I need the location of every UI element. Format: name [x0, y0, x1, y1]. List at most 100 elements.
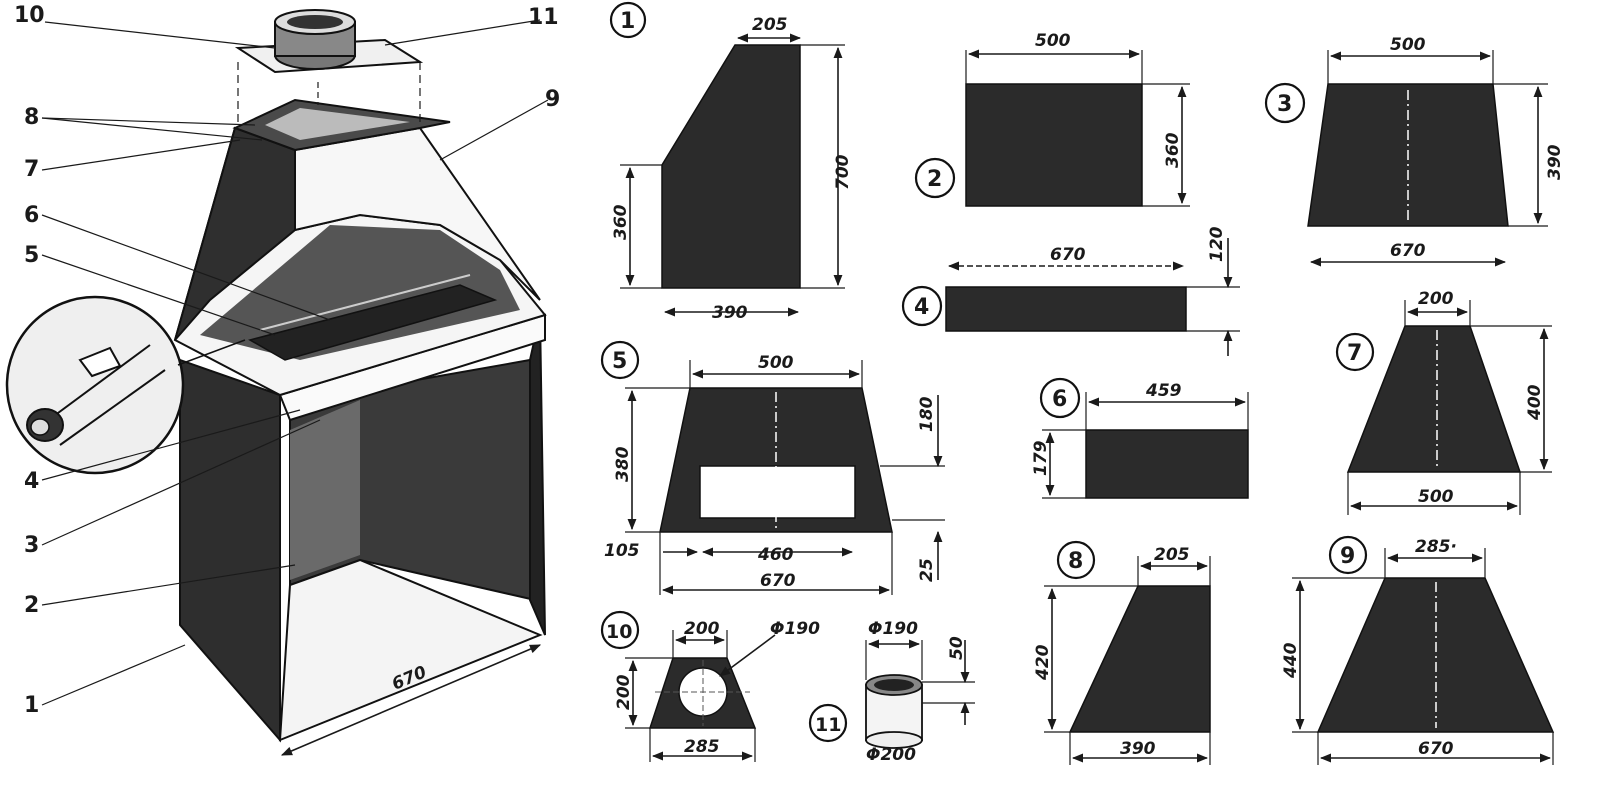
part-9-number: 9	[1340, 544, 1355, 569]
part-6: 6 459 179	[1031, 377, 1249, 499]
part-5-dim-500: 500	[758, 353, 794, 373]
callout-10: 10	[14, 3, 45, 28]
part-8-dim-390: 390	[1120, 739, 1156, 759]
assembly-leaders	[41, 19, 549, 706]
part-10-dim-200-left: 200	[614, 674, 634, 710]
part-5-dim-380: 380	[613, 446, 633, 482]
part-8-dim-420: 420	[1033, 644, 1053, 681]
part-11-dim-50: 50	[947, 636, 967, 660]
assembly-hood-opening	[200, 225, 520, 360]
part-2: 2 500 360	[914, 31, 1190, 207]
part-11-number: 11	[815, 714, 841, 736]
part-3-badge	[1264, 82, 1306, 124]
part-8-dim-205: 205	[1154, 545, 1190, 565]
part-5-opening	[699, 465, 856, 519]
detail-rod-edge	[59, 369, 166, 446]
part-5-dim-670: 670	[760, 571, 796, 591]
part-4-badge	[901, 285, 943, 327]
part-7-number: 7	[1347, 341, 1362, 366]
part-8-badge	[1056, 540, 1096, 580]
part-6-dim-459: 459	[1145, 381, 1182, 401]
part-5-number: 5	[612, 349, 627, 374]
part-7-badge	[1335, 332, 1375, 372]
detail-leader	[177, 339, 246, 366]
assembly-view: 10 11 8 9 7 6 5 4 3 2 1 670	[5, 3, 560, 756]
part-1: 1 205 700 360 390	[609, 1, 853, 323]
assembly-callouts: 10 11 8 9 7 6 5 4 3 2 1	[14, 3, 560, 718]
part-10-dim-200-top: 200	[684, 619, 720, 639]
part-2-plate	[965, 83, 1143, 207]
part-9-dim-285: 285·	[1415, 537, 1457, 557]
callout-7: 7	[24, 157, 39, 182]
part-10-badge	[600, 610, 640, 650]
part-9: 9 285· 440 670	[1281, 535, 1555, 765]
assembly-back-panel	[290, 400, 360, 580]
part-9-badge	[1328, 535, 1368, 575]
callout-6: 6	[24, 203, 39, 228]
assembly-width-dim	[280, 644, 542, 756]
callout-2: 2	[24, 593, 39, 618]
assembly-hood-front	[294, 126, 541, 301]
part-4-number: 4	[914, 295, 929, 320]
assembly-grate-bar	[259, 274, 471, 331]
callout-4: 4	[24, 469, 39, 494]
part-3-dim-670: 670	[1390, 241, 1426, 261]
part-8: 8 205 420 390	[1033, 540, 1211, 765]
assembly-collar-hole	[287, 15, 343, 29]
part-11-dim-190: Φ190	[868, 619, 918, 639]
part-5-dim-105: 105	[604, 541, 640, 561]
part-7-dim-200: 200	[1418, 289, 1454, 309]
part-8-plate	[1068, 585, 1211, 733]
part-2-dim-360: 360	[1163, 132, 1183, 168]
part-3-number: 3	[1277, 92, 1292, 117]
assembly-grate	[248, 284, 498, 361]
part-9-dim-440: 440	[1281, 642, 1301, 679]
part-2-badge	[914, 157, 956, 199]
part-7-plate	[1346, 325, 1522, 473]
part-7-dim-500: 500	[1418, 487, 1454, 507]
part-4: 4 670 120	[901, 226, 1240, 356]
part-5-dim-460: 460	[757, 545, 794, 565]
part-4-dim-120: 120	[1207, 226, 1227, 262]
part-6-dim-179: 179	[1031, 440, 1051, 476]
part-11-dim-200: Φ200	[866, 745, 916, 765]
part-11: 11 Φ190 50 Φ200	[808, 619, 975, 765]
callout-1: 1	[24, 693, 39, 718]
part-5-badge	[600, 340, 640, 380]
part-2-number: 2	[927, 167, 942, 192]
part-7: 7 200 400 500	[1335, 289, 1552, 515]
part-1-dim-700: 700	[833, 154, 853, 190]
part-1-dim-360: 360	[611, 204, 631, 240]
part-1-badge	[609, 1, 647, 39]
part-3: 3 500 390 670	[1264, 35, 1565, 267]
part-10: 10 200 Φ190 200 285	[600, 610, 820, 762]
part-4-plate	[945, 286, 1187, 332]
assembly-top-opening	[265, 108, 410, 140]
part-10-number: 10	[606, 621, 632, 643]
callout-3: 3	[24, 533, 39, 558]
part-5: 5 500 380 180 25 105 460 670	[600, 340, 945, 595]
callout-8: 8	[24, 105, 39, 130]
callout-5: 5	[24, 243, 39, 268]
part-1-dim-390: 390	[712, 303, 748, 323]
part-6-plate	[1085, 429, 1249, 499]
part-2-dim-500: 500	[1035, 31, 1071, 51]
part-9-dim-670: 670	[1418, 739, 1454, 759]
part-6-number: 6	[1052, 387, 1067, 412]
part-1-plate	[661, 44, 801, 289]
part-5-dim-180: 180	[917, 396, 937, 432]
part-1-number: 1	[620, 9, 635, 34]
part-10-dim-285: 285	[684, 737, 720, 757]
callout-11: 11	[528, 5, 559, 30]
part-10-dim-190: Φ190	[770, 619, 820, 639]
part-11-badge	[808, 703, 848, 743]
part-8-number: 8	[1068, 549, 1083, 574]
part-5-dim-25: 25	[917, 558, 937, 582]
part-6-badge	[1039, 377, 1081, 419]
part-10-dim-dia	[719, 634, 776, 677]
part-1-dim-205: 205	[752, 15, 788, 35]
callout-9: 9	[545, 87, 560, 112]
assembly-left-side	[179, 358, 281, 743]
